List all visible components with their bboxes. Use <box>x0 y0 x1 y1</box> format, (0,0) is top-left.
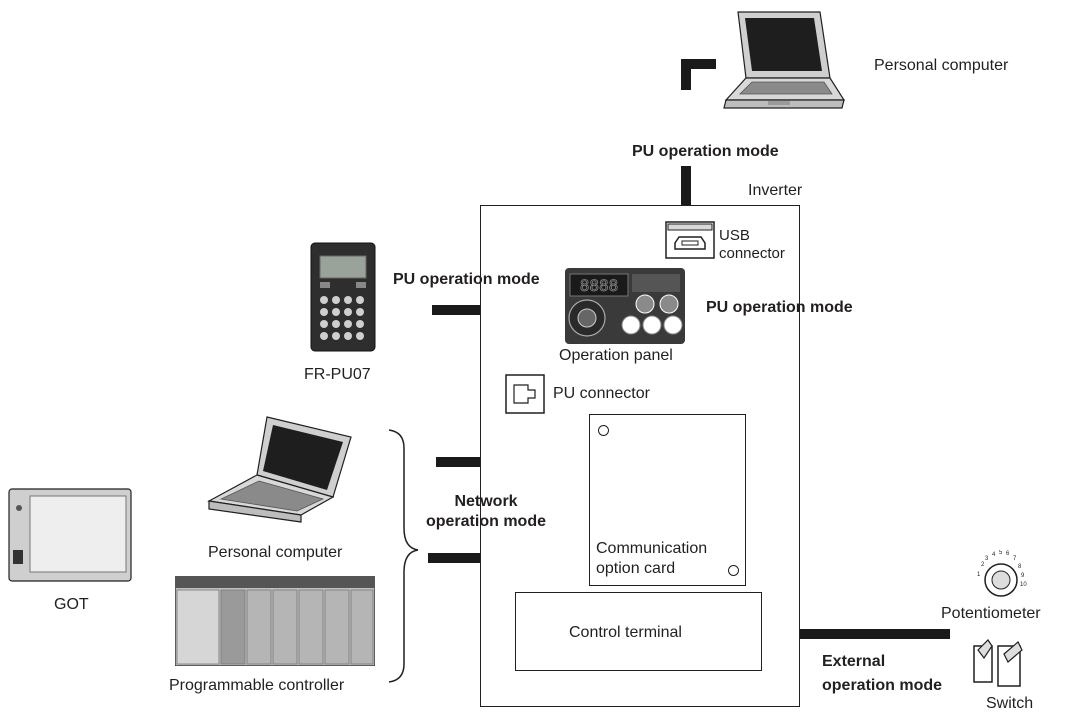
operation-panel-graphic: 8888 <box>565 268 685 344</box>
mode-pu-panel: PU operation mode <box>706 299 853 316</box>
label-pu-connector: PU connector <box>553 385 650 402</box>
potentiometer-icon: 2 3 4 5 6 7 8 9 10 1 <box>977 550 1027 597</box>
usb-connector <box>665 221 715 259</box>
potentiometer-scale-label: 6 <box>1006 551 1010 557</box>
mode-external-2: operation mode <box>822 677 943 694</box>
card-hole-icon <box>598 425 609 436</box>
label-comm-card-2: option card <box>596 560 676 577</box>
label-fr-pu07: FR-PU07 <box>304 366 371 383</box>
potentiometer-scale-label: 5 <box>999 550 1003 556</box>
pu-connector <box>505 374 545 414</box>
mode-network-1: Network <box>454 493 518 510</box>
mode-network-2: operation mode <box>425 513 546 530</box>
label-switch: Switch <box>986 695 1034 712</box>
got-icon <box>8 488 132 582</box>
mode-pu-usb: PU operation mode <box>632 143 779 160</box>
label-control-terminal: Control terminal <box>569 624 682 641</box>
panel-display-text: 8888 <box>580 276 619 295</box>
personal-computer-left <box>205 415 355 525</box>
programmable-controller <box>174 575 376 667</box>
label-plc: Programmable controller <box>169 677 345 694</box>
usb-port-icon <box>665 221 715 259</box>
label-comm-card-1: Communication <box>596 540 708 557</box>
control-terminal <box>515 592 762 671</box>
label-operation-panel: Operation panel <box>559 347 673 364</box>
operation-panel: 8888 <box>565 268 685 344</box>
laptop-icon <box>207 416 352 523</box>
got-unit <box>8 488 132 582</box>
mode-pu-frpu07: PU operation mode <box>393 271 540 288</box>
potentiometer-scale-label: 1 <box>977 572 981 578</box>
potentiometer-scale-label: 8 <box>1018 564 1022 570</box>
label-got: GOT <box>54 596 89 613</box>
personal-computer-top <box>716 8 846 116</box>
potentiometer-scale-label: 2 <box>981 562 985 568</box>
card-hole-icon <box>728 565 739 576</box>
laptop-icon <box>723 11 846 109</box>
usb-cable <box>681 59 716 90</box>
potentiometer-scale-label: 7 <box>1013 556 1017 562</box>
plc-icon <box>174 575 376 667</box>
label-inverter: Inverter <box>748 182 803 199</box>
label-usb-connector-1: USB <box>719 227 750 244</box>
fr-pu07-unit <box>310 242 376 352</box>
group-brace <box>388 429 419 683</box>
label-personal-computer-top: Personal computer <box>874 57 1009 74</box>
potentiometer-scale-label: 9 <box>1021 573 1025 579</box>
fr-pu07-icon <box>310 242 376 352</box>
label-potentiometer: Potentiometer <box>941 605 1041 622</box>
communication-option-card <box>589 414 746 586</box>
potentiometer-scale-label: 4 <box>992 552 996 558</box>
switch-icon <box>973 639 1023 687</box>
label-usb-connector-2: connector <box>719 245 785 262</box>
mode-external-1: External <box>822 653 886 670</box>
potentiometer-scale-label: 10 <box>1020 582 1027 588</box>
label-personal-computer-left: Personal computer <box>208 544 343 561</box>
pu-port-icon <box>505 374 545 414</box>
potentiometer-scale-label: 3 <box>985 556 989 562</box>
